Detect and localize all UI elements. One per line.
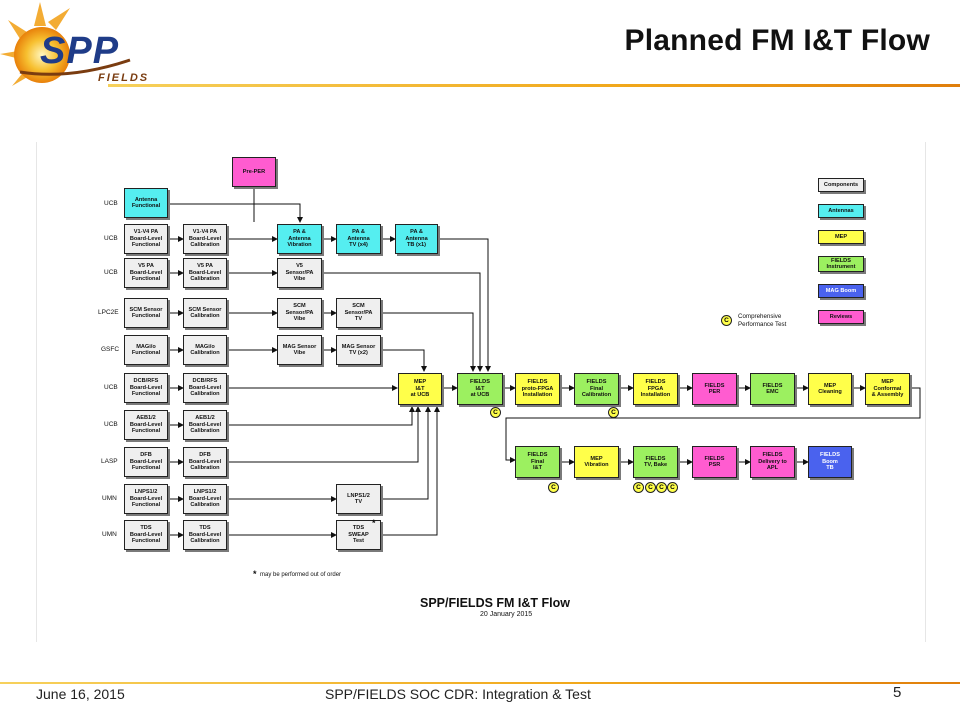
mep-it-box: MEP I&T at UCB: [398, 373, 442, 405]
out-of-order-star: *: [372, 518, 376, 528]
dcb-calibration-box: DCB/RFS Board-Level Calibration: [183, 373, 227, 403]
mep-conformal-box: MEP Conformal & Assembly: [865, 373, 910, 405]
final-it-box: FIELDS Final I&T: [515, 446, 560, 478]
mag-functional-box: MAGi/o Functional: [124, 335, 168, 365]
footer-rule: [0, 682, 960, 684]
site-label: UCB: [104, 269, 118, 276]
site-label: LASP: [101, 458, 118, 465]
legend-fields-instrument: FIELDS Instrument: [818, 256, 864, 272]
delivery-to-apl-box: FIELDS Delivery to APL: [750, 446, 795, 478]
note-star: *: [253, 569, 257, 579]
dfb-calibration-box: DFB Board-Level Calibration: [183, 447, 227, 477]
cpt-marker: C: [656, 482, 667, 493]
scm-sensor-tv-box: SCM Sensor/PA TV: [336, 298, 381, 328]
legend-antennas: Antennas: [818, 204, 864, 218]
slide-title: Planned FM I&T Flow: [624, 24, 930, 57]
legend-cpt-text: Comprehensive Performance Test: [738, 313, 787, 328]
logo-text: SPP: [40, 30, 120, 72]
scm-sensor-vibe-box: SCM Sensor/PA Vibe: [277, 298, 322, 328]
cpt-marker: C: [608, 407, 619, 418]
site-label: UCB: [104, 421, 118, 428]
diagram-title: SPP/FIELDS FM I&T Flow: [420, 596, 570, 610]
tds-sweap-test-box: TDS SWEAP Test: [336, 520, 381, 550]
site-label: UMN: [102, 495, 117, 502]
v5-sensor-vibe-box: V5 Sensor/PA Vibe: [277, 258, 322, 288]
note-text: may be performed out of order: [260, 572, 342, 578]
cpt-marker: C: [645, 482, 656, 493]
mag-sensor-vibe-box: MAG Sensor Vibe: [277, 335, 322, 365]
proto-fpga-box: FIELDS proto-FPGA Installation: [515, 373, 560, 405]
pa-antenna-vibration-box: PA & Antenna Vibration: [277, 224, 322, 254]
mag-calibration-box: MAGi/o Calibration: [183, 335, 227, 365]
cpt-marker: C: [490, 407, 501, 418]
v14-pa-functional-box: V1-V4 PA Board-Level Functional: [124, 224, 168, 254]
lnps-calibration-box: LNPS1/2 Board-Level Calibration: [183, 484, 227, 514]
mep-vibration-box: MEP Vibration: [574, 446, 619, 478]
legend-components: Components: [818, 178, 864, 192]
title-rule: [108, 84, 960, 87]
mep-cleaning-box: MEP Cleaning: [808, 373, 852, 405]
site-label: UMN: [102, 531, 117, 538]
boom-tb-box: FIELDS Boom TB: [808, 446, 852, 478]
v5-pa-calibration-box: V5 PA Board-Level Calibration: [183, 258, 227, 288]
fields-per-box: FIELDS PER: [692, 373, 737, 405]
lnps-functional-box: LNPS1/2 Board-Level Functional: [124, 484, 168, 514]
spp-fields-logo: SPP FIELDS: [0, 0, 160, 100]
pa-antenna-tv-box: PA & Antenna TV (x4): [336, 224, 381, 254]
fields-it-box: FIELDS I&T at UCB: [457, 373, 503, 405]
site-label: UCB: [104, 235, 118, 242]
diagram-date: 20 January 2015: [480, 611, 533, 618]
tv-bake-box: FIELDS TV, Bake: [633, 446, 678, 478]
antenna-functional-box: Antenna Functional: [124, 188, 168, 218]
scm-calibration-box: SCM Sensor Calibration: [183, 298, 227, 328]
site-label: LPC2E: [98, 309, 119, 316]
footer-center: SPP/FIELDS SOC CDR: Integration & Test: [325, 686, 591, 702]
pa-antenna-tb-box: PA & Antenna TB (x1): [395, 224, 438, 254]
scm-functional-box: SCM Sensor Functional: [124, 298, 168, 328]
fields-psr-box: FIELDS PSR: [692, 446, 737, 478]
cpt-marker: C: [548, 482, 559, 493]
final-calibration-box: FIELDS Final Calibration: [574, 373, 619, 405]
fpga-installation-box: FIELDS FPGA Installation: [633, 373, 678, 405]
mag-sensor-tv-box: MAG Sensor TV (x2): [336, 335, 381, 365]
dcb-functional-box: DCB/RFS Board-Level Functional: [124, 373, 168, 403]
legend-mep: MEP: [818, 230, 864, 244]
page-number: 5: [893, 684, 902, 701]
site-label: UCB: [104, 200, 118, 207]
legend-mag-boom: MAG Boom: [818, 284, 864, 298]
site-label: GSFC: [101, 346, 120, 353]
diagram-frame: [36, 142, 926, 642]
logo-subtext: FIELDS: [98, 72, 150, 84]
v14-pa-calibration-box: V1-V4 PA Board-Level Calibration: [183, 224, 227, 254]
aeb-functional-box: AEB1/2 Board-Level Functional: [124, 410, 168, 440]
cpt-marker: C: [633, 482, 644, 493]
tds-functional-box: TDS Board-Level Functional: [124, 520, 168, 550]
legend-cpt-marker: C: [721, 315, 732, 326]
dfb-functional-box: DFB Board-Level Functional: [124, 447, 168, 477]
fields-emc-box: FIELDS EMC: [750, 373, 795, 405]
aeb-calibration-box: AEB1/2 Board-Level Calibration: [183, 410, 227, 440]
cpt-marker: C: [667, 482, 678, 493]
lnps-tv-box: LNPS1/2 TV: [336, 484, 381, 514]
pre-per-box: Pre-PER: [232, 157, 276, 187]
legend-reviews: Reviews: [818, 310, 864, 324]
tds-calibration-box: TDS Board-Level Calibration: [183, 520, 227, 550]
site-label: UCB: [104, 384, 118, 391]
footer-date: June 16, 2015: [36, 686, 125, 702]
v5-pa-functional-box: V5 PA Board-Level Functional: [124, 258, 168, 288]
